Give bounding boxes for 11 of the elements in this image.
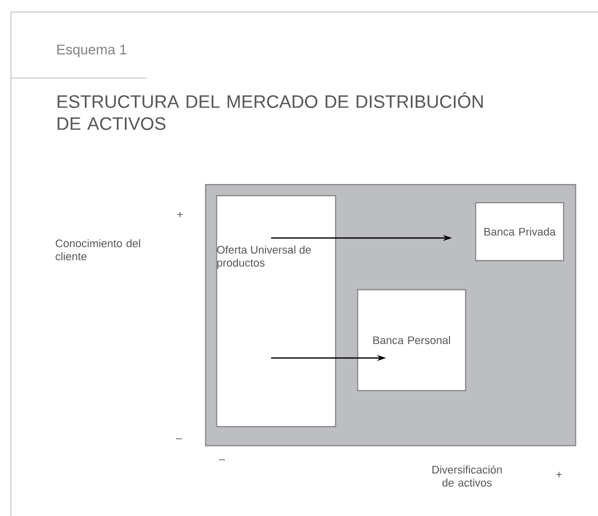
axis-sign: – [176,438,182,440]
bank-box: Banca Personal [357,289,466,392]
axis-label: Conocimiento del cliente [56,239,140,260]
offer-box: Oferta Universal de productos [216,195,336,428]
caption-heading: Esquema 1 [57,44,126,58]
axis-label: Diversificación de activos [432,465,502,487]
bank-box: Banca Privada [475,202,564,262]
axis-sign: + [556,472,562,478]
axis-sign: – [218,459,226,460]
title: ESTRUCTURA DEL MERCADO DE DISTRIBUCIÓN DE ACTIVOS [58,92,483,130]
axis-sign: + [177,212,183,218]
